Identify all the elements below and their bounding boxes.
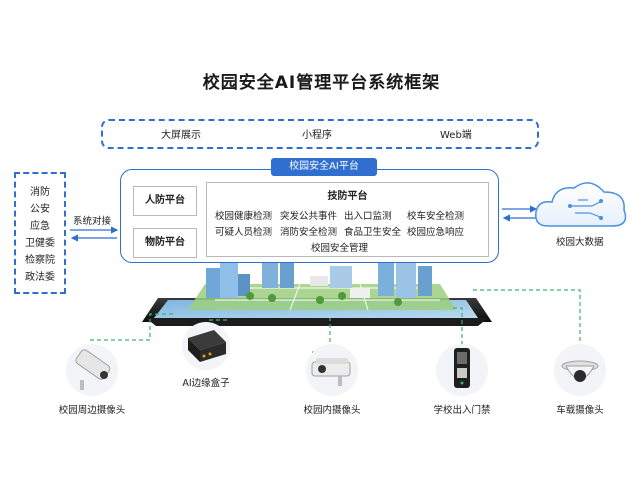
device-label: AI边缘盒子 — [182, 378, 230, 389]
perimeter-camera-icon — [66, 344, 118, 396]
dept-item: 政法委 — [25, 272, 55, 283]
device-label: 车载摄像头 — [556, 405, 604, 416]
tech-defense-title: 技防平台 — [327, 191, 368, 202]
device-label: 学校出入门禁 — [433, 405, 491, 416]
tech-defense-platform — [206, 182, 489, 257]
client-mini-program: 小程序 — [302, 130, 332, 141]
tech-item: 消防安全检测 — [280, 227, 338, 238]
cloud-label: 校园大数据 — [556, 237, 604, 248]
client-bar — [101, 119, 539, 149]
dept-item: 应急 — [30, 221, 50, 232]
tech-item: 食品卫生安全 — [344, 227, 402, 238]
tech-item: 突发公共事件 — [280, 211, 338, 222]
tech-item: 校园应急响应 — [407, 227, 465, 238]
diagram-title: 校园安全AI管理平台系统框架 — [202, 73, 441, 93]
dept-item: 检察院 — [25, 255, 55, 266]
physical-defense-platform: 物防平台 — [133, 228, 197, 258]
departments-box — [14, 172, 66, 294]
dept-item: 公安 — [30, 204, 50, 215]
platform-cloud-arrows — [502, 205, 538, 222]
link-label: 系统对接 — [73, 216, 112, 227]
cloud-icon — [535, 182, 627, 227]
client-big-screen: 大屏展示 — [161, 130, 201, 141]
device-label: 校园周边摄像头 — [58, 405, 126, 416]
tech-item: 校车安全检测 — [407, 211, 465, 222]
platform-title: 校园安全AI平台 — [271, 158, 377, 176]
smart-campus-tablet — [142, 252, 492, 326]
campus-camera-icon — [306, 344, 358, 396]
vehicle-camera-icon — [554, 344, 606, 396]
tech-item: 校园健康检测 — [215, 211, 273, 222]
access-gate-icon — [436, 344, 488, 396]
dept-item: 卫健委 — [25, 238, 55, 249]
client-web: Web端 — [440, 130, 472, 141]
human-defense-platform: 人防平台 — [133, 186, 197, 216]
ai-edge-box-icon — [182, 322, 230, 370]
tech-item: 出入口监测 — [344, 211, 392, 222]
dept-item: 消防 — [30, 187, 50, 198]
device-label: 校园内摄像头 — [303, 405, 361, 416]
tech-item: 可疑人员检测 — [215, 227, 273, 238]
tech-item: 校园安全管理 — [311, 243, 369, 254]
dept-platform-arrows — [70, 226, 119, 242]
